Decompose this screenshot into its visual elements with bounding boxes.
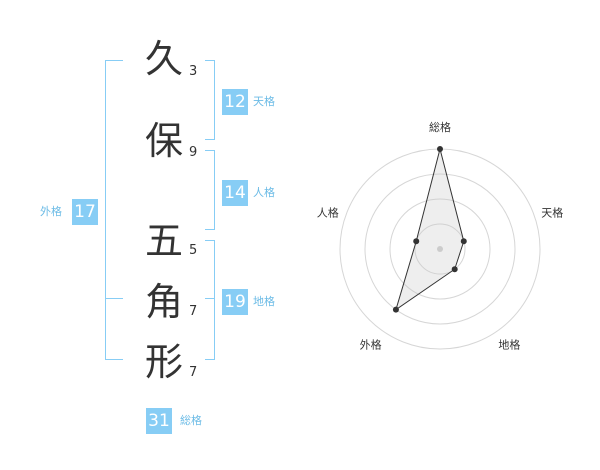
radar-axis-label-4: 外格 xyxy=(360,337,382,351)
radar-point-4 xyxy=(392,306,399,313)
name-char-3: 五 xyxy=(144,219,183,263)
radar-point-2 xyxy=(460,238,467,245)
outer-bracket xyxy=(105,60,123,360)
jin-label: 人格 xyxy=(253,186,275,199)
radar-ring-2 xyxy=(389,198,491,300)
radar-point-3 xyxy=(451,266,458,273)
outer-bracket-tick xyxy=(105,298,123,299)
radar-ring-4 xyxy=(339,148,541,350)
ten-label: 天格 xyxy=(253,95,275,108)
radar-axis-label-2: 天格 xyxy=(541,206,563,220)
gai-label: 外格 xyxy=(40,205,62,218)
radar-point-1 xyxy=(437,146,443,152)
sou-value-badge: 31 xyxy=(146,408,172,434)
stroke-count-4: 7 xyxy=(189,304,198,319)
stroke-count-1: 3 xyxy=(189,64,198,79)
sou-label: 総格 xyxy=(180,414,202,427)
jin-value-badge: 14 xyxy=(222,180,248,206)
name-char-4: 角 xyxy=(144,280,183,324)
radar-ring-1 xyxy=(414,223,466,275)
chi-bracket-tick xyxy=(205,298,215,299)
radar-center xyxy=(437,246,443,252)
chi-value-badge: 19 xyxy=(222,289,248,315)
name-char-1: 久 xyxy=(144,37,183,81)
radar-polygon xyxy=(395,148,465,311)
name-char-5: 形 xyxy=(144,340,183,384)
radar-ring-3 xyxy=(364,173,516,325)
gai-value-badge: 17 xyxy=(72,199,98,225)
ten-bracket xyxy=(205,60,215,140)
radar-axis-label-1: 総格 xyxy=(429,120,451,134)
radar-axis-label-3: 地格 xyxy=(498,337,520,351)
ten-value-badge: 12 xyxy=(222,89,248,115)
radar-point-5 xyxy=(413,238,420,245)
stroke-count-2: 9 xyxy=(189,145,198,160)
chi-label: 地格 xyxy=(253,295,275,308)
name-char-2: 保 xyxy=(144,119,183,163)
jin-bracket xyxy=(205,150,215,230)
stroke-count-3: 5 xyxy=(189,243,198,258)
chi-bracket xyxy=(205,240,215,360)
radar-axis-label-5: 人格 xyxy=(317,206,339,220)
stroke-count-5: 7 xyxy=(189,365,198,380)
